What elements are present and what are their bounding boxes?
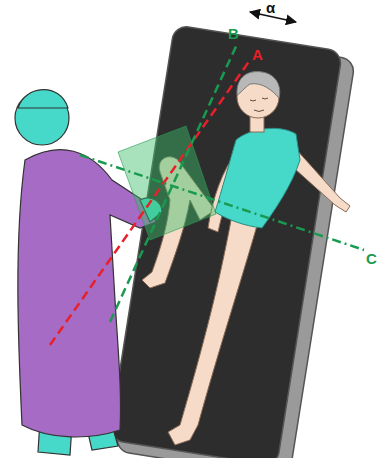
angle-label: α (266, 0, 275, 15)
axis-b (110, 42, 238, 322)
patient (142, 72, 350, 445)
axis-label: C (366, 251, 377, 266)
axis-label: B (228, 26, 239, 41)
axis-label: A (252, 47, 263, 62)
axis-c (80, 155, 364, 250)
sagittal-plane (118, 126, 216, 240)
exam-table (107, 25, 356, 458)
